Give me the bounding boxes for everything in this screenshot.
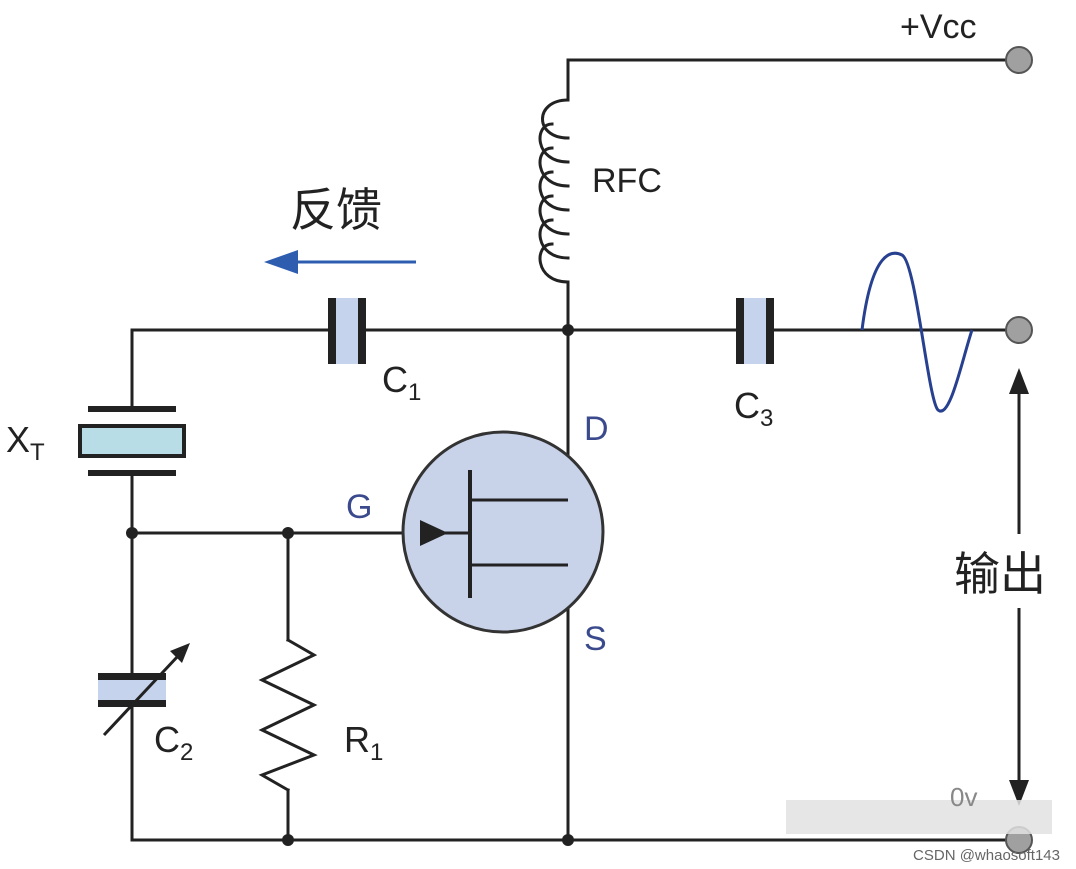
watermark-blur: [786, 800, 1052, 834]
resistor-r1: [258, 637, 318, 793]
gate-node-junction: [126, 527, 138, 539]
vcc-terminal: [1005, 46, 1033, 74]
gate-arrow-icon: [420, 520, 448, 546]
jfet-transistor: [401, 430, 605, 634]
wires: [130, 58, 1012, 842]
feedback-label: 反馈: [290, 183, 382, 237]
rfc-label: RFC: [592, 162, 662, 200]
c1-label: C1: [382, 359, 421, 406]
drain-label: D: [584, 410, 609, 448]
rfc-inductor: [538, 98, 570, 284]
crystal-xt: [78, 406, 186, 476]
zero-volt-label: 0v: [950, 782, 977, 812]
vcc-label: +Vcc: [900, 8, 977, 46]
output-terminal: [1005, 316, 1033, 344]
c2-label: C2: [154, 719, 193, 766]
capacitor-c1: [328, 298, 366, 364]
variable-capacitor-c2: [98, 643, 190, 737]
output-sine-wave: [860, 251, 974, 413]
junctions: [126, 324, 574, 846]
source-label: S: [584, 620, 607, 658]
output-label: 输出: [954, 547, 1046, 601]
feedback-wire: [130, 328, 334, 410]
drain-junction: [562, 324, 574, 336]
r1-bottom-junction: [282, 834, 294, 846]
feedback-arrow-icon: [264, 250, 416, 274]
xt-label: XT: [6, 419, 45, 466]
c3-label: C3: [734, 385, 773, 432]
r1-label: R1: [344, 719, 383, 766]
output-voltage-arrow-icon: [1009, 368, 1029, 806]
capacitor-c3: [736, 298, 774, 364]
source-ground-junction: [562, 834, 574, 846]
r1-top-junction: [282, 527, 294, 539]
gate-label: G: [346, 488, 372, 526]
watermark-text: CSDN @whaosoft143: [913, 847, 1060, 864]
